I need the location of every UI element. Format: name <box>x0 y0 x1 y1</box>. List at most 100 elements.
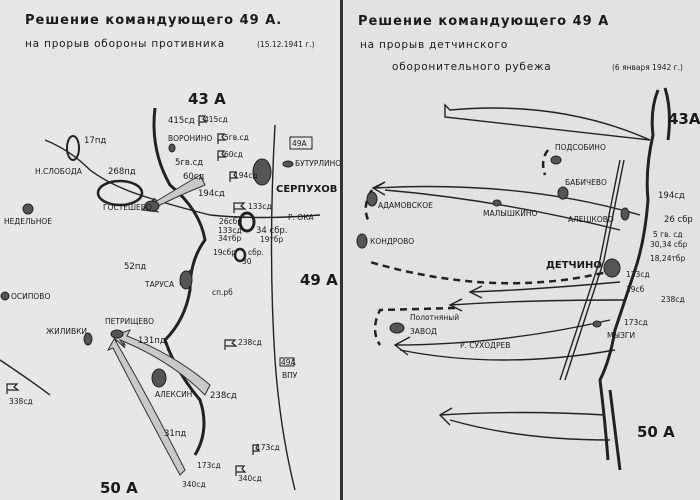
army-43-boundary <box>663 87 671 141</box>
right-subtitle-2: оборонительного рубежа <box>392 61 551 73</box>
attack-arrow <box>371 181 641 216</box>
attack-arrow <box>449 419 611 441</box>
place-malyshkino: МАЛЫШКИНО <box>483 209 537 218</box>
place-osipovo: ОСИПОВО <box>11 292 50 301</box>
army-49: 49 А <box>300 271 338 289</box>
unit-label: 5гв.сд <box>175 158 203 168</box>
enemy-17pd <box>66 135 80 161</box>
unit-label: 19сбр <box>213 248 236 257</box>
osipovo-marker <box>0 291 10 301</box>
attack-arrow <box>438 407 606 426</box>
left-title: Решение командующего 49 А. <box>25 13 282 28</box>
unit-label: 60сд <box>183 172 204 182</box>
unit-label: 133сд <box>218 226 242 235</box>
front-line <box>598 89 660 461</box>
attack-arrow <box>444 103 651 141</box>
unit-label: 26 сбр <box>664 215 693 225</box>
unit-label: 340сд <box>182 480 206 489</box>
place-adamovskoe: АДАМОВСКОЕ <box>378 201 433 210</box>
serpukhov-marker <box>252 158 272 186</box>
railway <box>564 159 625 381</box>
place-aleksin: АЛЕКСИН <box>155 390 192 399</box>
malyshkino-marker <box>492 199 502 207</box>
place-nedelnoe: НЕДЕЛЬНОЕ <box>4 217 52 226</box>
tarusa-marker <box>179 270 193 290</box>
unit-label: сбр. <box>248 248 264 257</box>
flag-label: 5гв.сд <box>224 133 249 142</box>
unit-label: 26сбр <box>219 217 242 226</box>
attack-arrow <box>399 349 616 361</box>
enemy-unit-label: 268пд <box>108 167 136 177</box>
babichevo-marker <box>557 186 569 200</box>
right-title: Решение командующего 49 А <box>358 14 609 29</box>
voronino-marker <box>168 143 176 153</box>
hq-label: 49А <box>292 139 308 148</box>
unit-label: 194сд <box>658 191 685 201</box>
army-43: 43А <box>668 110 700 128</box>
dashed-line <box>373 306 456 346</box>
right-map: Решение командующего 49 А на прорыв детч… <box>356 14 700 471</box>
unit-label: 238сд <box>661 295 685 304</box>
army-50-boundary <box>608 389 622 471</box>
river-sukhodrev: Р. СУХОДРЕВ <box>460 341 510 350</box>
unit-label: 133сд <box>626 270 650 279</box>
flag-label: 133сд <box>248 202 272 211</box>
flag-label: 338сд <box>9 397 33 406</box>
stream <box>0 359 51 396</box>
unit-label: 30 <box>242 257 252 266</box>
unit-label: сп.рб <box>212 288 233 297</box>
myzgi-marker <box>592 320 602 328</box>
left-date: (15.12.1941 г.) <box>257 40 315 49</box>
adamovskoe-marker <box>366 191 378 207</box>
front-line <box>152 107 207 456</box>
place-voronino: ВОРОНИНО <box>168 134 212 143</box>
hq-flag <box>289 136 313 150</box>
unit-label: 34тбр <box>218 234 242 243</box>
unit-ring <box>233 247 247 263</box>
place-aleshkovo: АЛЕШКОВО <box>568 215 614 224</box>
place-buturlino: БУТУРЛИНО <box>295 159 341 168</box>
place-detchino: ДЕТЧИНО <box>546 260 602 271</box>
place-petrishchevo: ПЕТРИЩЕВО <box>105 317 154 326</box>
place-polotnyany-zavod: Полотняный <box>410 313 459 322</box>
unit-label: 238сд <box>210 391 237 401</box>
attack-arrow <box>393 319 611 356</box>
unit-label: 194сд <box>198 189 225 199</box>
place-myzgi: МЫЗГИ <box>607 331 635 340</box>
unit-label: 34 сбр. <box>256 226 288 236</box>
dashed-line <box>541 149 550 176</box>
podsobino-marker <box>550 155 562 165</box>
unit-label: 173сд <box>624 318 648 327</box>
place-babichevo: БАБИЧЕВО <box>565 178 607 187</box>
army-50: 50 А <box>100 479 138 497</box>
flag-label: 173сд <box>256 443 280 452</box>
left-map: Решение командующего 49 А. на прорыв обо… <box>0 13 341 497</box>
place-tarusa: ТАРУСА <box>144 280 175 289</box>
panel-divider <box>340 0 343 500</box>
detchino-marker <box>603 258 621 278</box>
flag-label: 194сд <box>234 171 258 180</box>
place-kondrovo: КОНДРОВО <box>370 237 414 246</box>
unit-label: 5 гв. сд <box>653 230 683 239</box>
nedelnoe-marker <box>22 203 34 215</box>
zhilivki-marker <box>83 332 93 346</box>
enemy-unit-label: 31пд <box>164 429 186 439</box>
place-polotnyany-zavod: ЗАВОД <box>410 327 437 336</box>
army-boundary <box>270 124 296 491</box>
army-50: 50 А <box>637 423 675 441</box>
place-zhilivki: ЖИЛИВКИ <box>46 327 87 336</box>
attack-arrow <box>384 189 621 231</box>
vpu-flag <box>279 357 295 367</box>
army-43: 43 А <box>188 90 226 108</box>
polotnyany-marker <box>389 322 405 334</box>
unit-label: 173сд <box>197 461 221 470</box>
unit-label: 415сд <box>168 116 195 126</box>
place-gosteshevo: ГОСТЕШЕВО <box>103 203 152 212</box>
flag-label: 238сд <box>238 338 262 347</box>
unit-label: 18,24тбр <box>650 254 685 263</box>
enemy-268pd <box>96 179 144 207</box>
railway <box>559 159 621 381</box>
unit-label: 30,34 сбр <box>650 240 688 249</box>
dashed-arrow <box>369 260 616 285</box>
